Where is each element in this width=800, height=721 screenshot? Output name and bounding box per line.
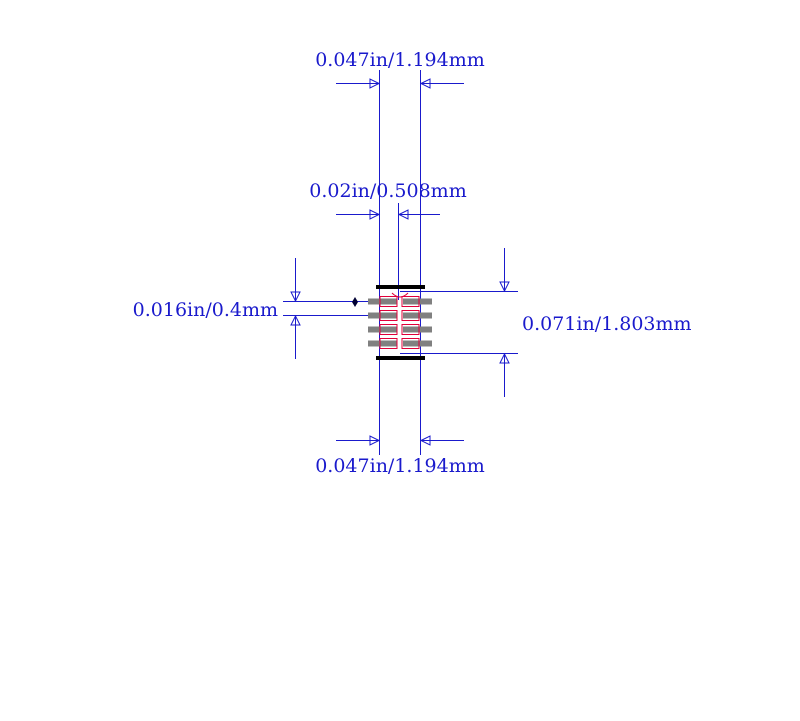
pad-right — [403, 312, 432, 319]
pad-left — [368, 326, 397, 333]
height-label: 0.071in/1.803mm — [522, 313, 692, 335]
arrow-down-icon — [290, 291, 301, 303]
pad-outline — [401, 296, 420, 307]
pitch-y-label: 0.016in/0.4mm — [133, 299, 278, 321]
pad-outline — [379, 338, 398, 349]
dimension-pitch-y — [283, 258, 382, 359]
pad-outline — [379, 310, 398, 321]
pin1-marker-icon — [352, 297, 358, 307]
arrow-right-icon — [369, 435, 381, 446]
arrow-right-icon — [369, 209, 381, 220]
top-width-label: 0.047in/1.194mm — [315, 49, 485, 71]
pad-left — [368, 298, 397, 305]
pad-left — [368, 312, 397, 319]
pad-outline — [401, 324, 420, 335]
arrow-left-icon — [419, 78, 431, 89]
pin1-notch-icon — [391, 292, 409, 298]
arrow-up-icon — [290, 314, 301, 326]
package-body — [352, 285, 432, 360]
dimension-top-width — [336, 70, 464, 455]
dimension-height — [400, 248, 518, 397]
pad-right — [403, 326, 432, 333]
body-edge-top — [376, 285, 425, 289]
arrow-right-icon — [369, 78, 381, 89]
pad-right — [403, 340, 432, 347]
arrow-down-icon — [499, 281, 510, 293]
pad-right — [403, 298, 432, 305]
arrow-left-icon — [397, 209, 409, 220]
pad-outline — [379, 296, 398, 307]
pad-left — [368, 340, 397, 347]
body-edge-bottom — [376, 356, 425, 360]
dimension-bottom-width — [336, 435, 464, 446]
pad-outline — [401, 338, 420, 349]
bottom-width-label: 0.047in/1.194mm — [315, 455, 485, 477]
pad-outline — [379, 324, 398, 335]
pad-outline — [401, 310, 420, 321]
pad-array — [368, 296, 432, 349]
arrow-left-icon — [419, 435, 431, 446]
dimension-pad-pitch-x — [336, 203, 440, 300]
arrow-up-icon — [499, 352, 510, 364]
pad-pitch-x-label: 0.02in/0.508mm — [309, 180, 466, 202]
